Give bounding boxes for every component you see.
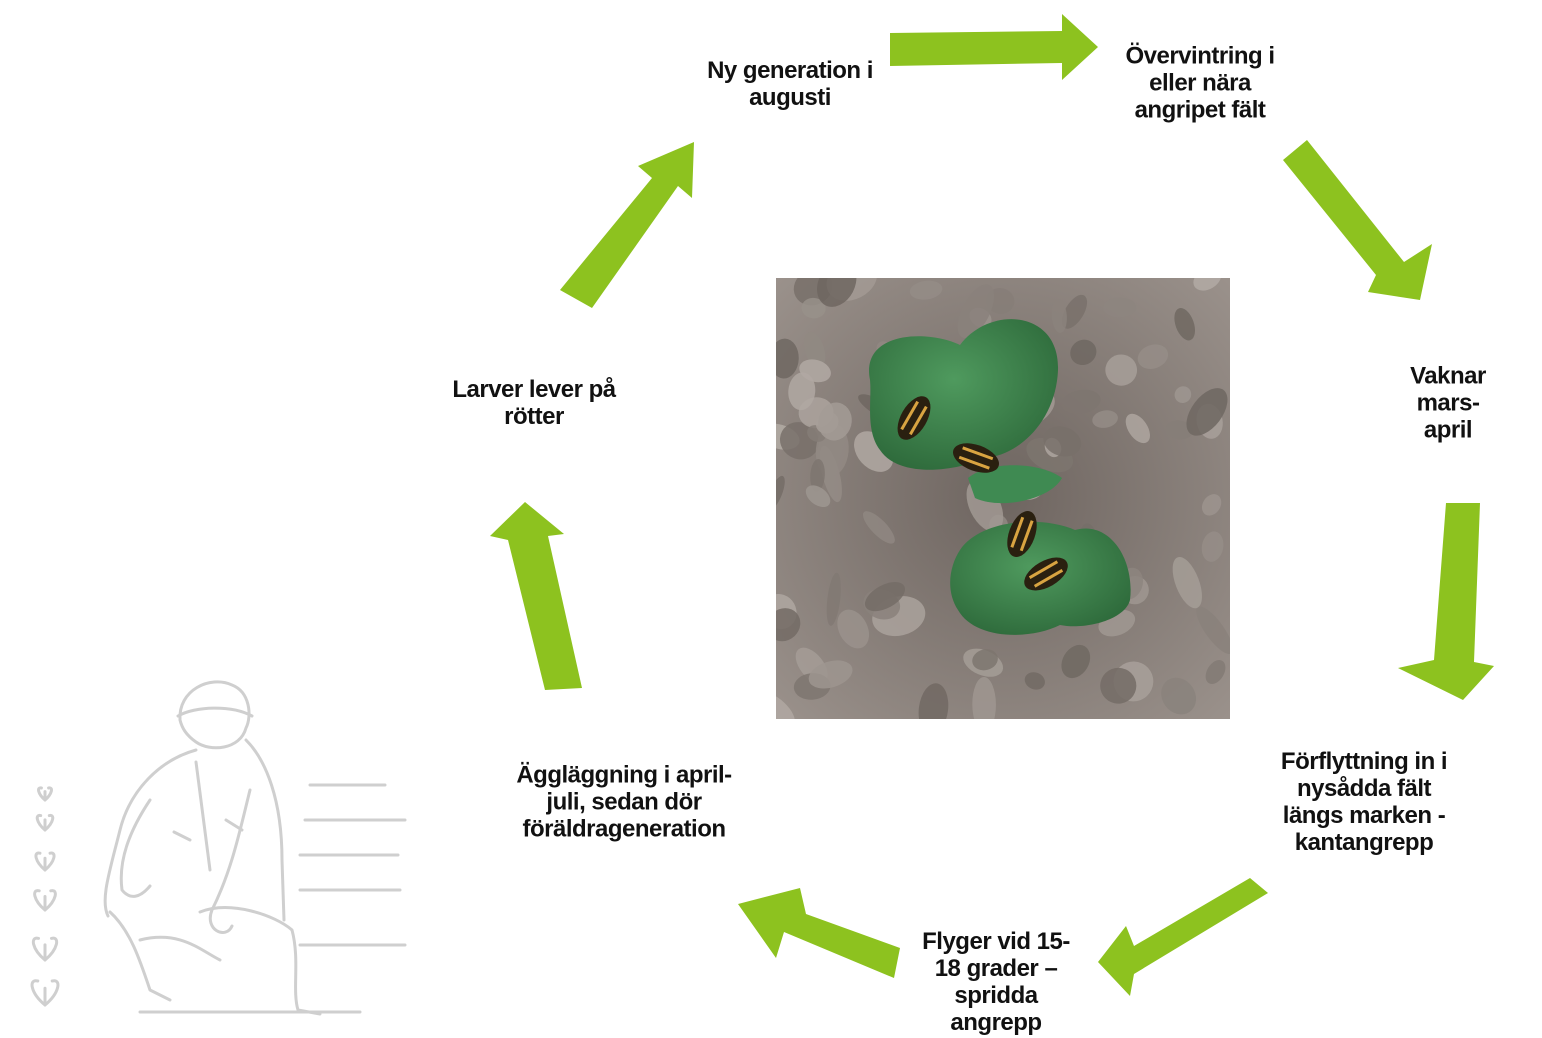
stage-new-generation: Ny generation i augusti	[707, 57, 873, 111]
stage-wakes: Vaknar mars- april	[1401, 363, 1495, 444]
stage-larvae: Larver lever på rötter	[452, 376, 615, 430]
stage-egg-laying: Äggläggning i april- juli, sedan dör för…	[516, 762, 731, 843]
farmer-illustration	[32, 682, 405, 1014]
arrow-1	[890, 14, 1098, 80]
bench-lines	[140, 785, 405, 1012]
arrow-2	[1283, 140, 1432, 300]
sprout	[32, 981, 58, 1005]
sprout	[33, 938, 56, 960]
sprout	[37, 815, 53, 830]
farmer-arm	[121, 790, 250, 933]
arrow-4	[1098, 878, 1268, 996]
soil-clod	[1103, 297, 1136, 317]
arrow-5	[738, 888, 900, 978]
farmer-head	[180, 682, 249, 748]
arrow-6	[490, 502, 582, 690]
sprout	[36, 853, 54, 870]
farmer-cap	[178, 708, 252, 716]
farmer-legs	[110, 908, 320, 1014]
flea-beetle-photo	[755, 249, 1238, 736]
arrow-3	[1398, 503, 1494, 700]
sprout	[39, 788, 52, 800]
seedling-sprouts	[32, 788, 58, 1005]
stage-migration: Förflyttning in i nysådda fält längs mar…	[1281, 748, 1447, 856]
farmer-coat-details	[174, 762, 242, 870]
sprout	[35, 891, 56, 910]
stage-overwintering: Övervintring i eller nära angripet fält	[1125, 43, 1274, 124]
stage-flight: Flyger vid 15- 18 grader – spridda angre…	[922, 928, 1070, 1036]
arrow-7	[560, 142, 694, 308]
